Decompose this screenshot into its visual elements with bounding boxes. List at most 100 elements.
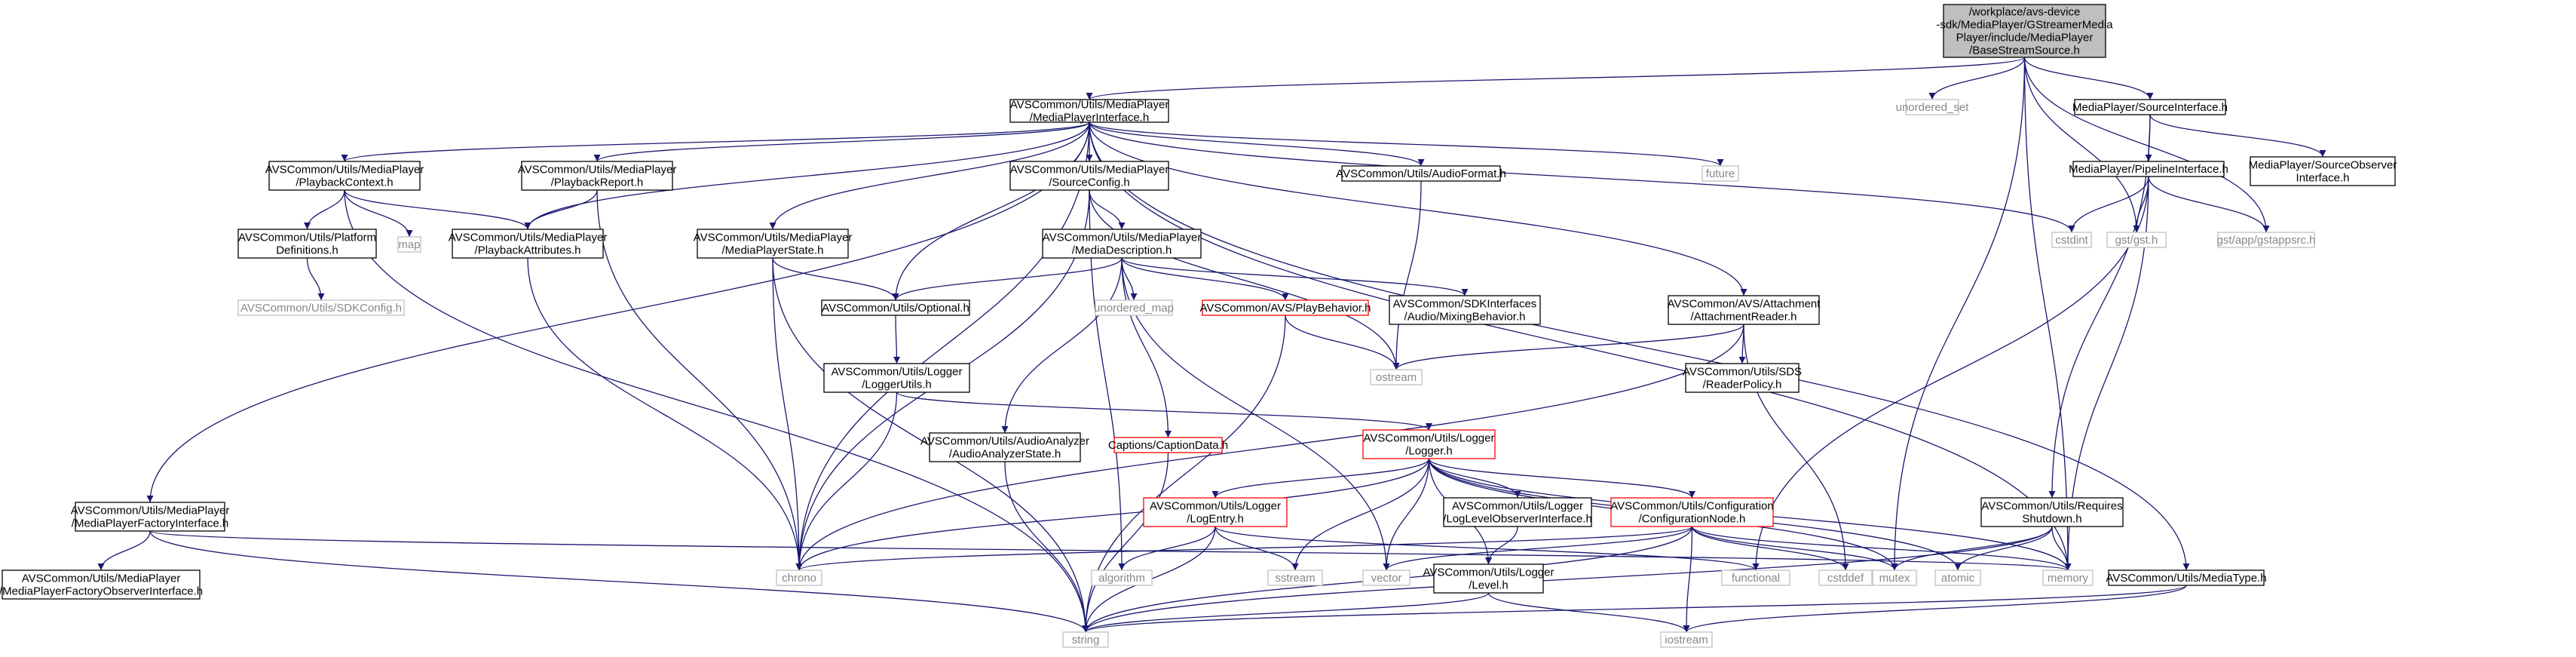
node-pbreport[interactable]: AVSCommon/Utils/MediaPlayer/PlaybackRepo…	[518, 161, 677, 191]
node-chrono[interactable]: chrono	[776, 570, 822, 586]
node-aastate[interactable]: AVSCommon/Utils/AudioAnalyzer/AudioAnaly…	[920, 432, 1089, 462]
node-memory[interactable]: memory	[2042, 570, 2094, 586]
node-unordered_map[interactable]: unordered_map	[1094, 299, 1174, 316]
edge-pbctx-to-map	[344, 189, 413, 238]
node-map[interactable]: map	[397, 236, 421, 253]
edge-attreader-to-cstddef	[1743, 324, 1849, 571]
node-logger-box	[1362, 429, 1496, 459]
edge-pbctx-to-pbattr	[344, 189, 531, 230]
node-label: /Level.h	[1469, 579, 1509, 592]
node-vector[interactable]: vector	[1362, 570, 1411, 586]
node-gstapp-box	[2217, 232, 2315, 248]
node-sdsreader[interactable]: AVSCommon/Utils/SDS/ReaderPolicy.h	[1683, 363, 1802, 393]
node-srcif[interactable]: MediaPlayer/SourceInterface.h	[2072, 99, 2228, 115]
edge-logger-to-chrono	[795, 458, 1430, 571]
node-cstddef-box	[1818, 570, 1873, 586]
node-playbehavior[interactable]: AVSCommon/AVS/PlayBehavior.h	[1199, 299, 1371, 316]
node-cstddef[interactable]: cstddef	[1818, 570, 1873, 586]
node-mpfactory[interactable]: AVSCommon/Utils/MediaPlayer/MediaPlayerF…	[71, 502, 230, 532]
node-confignode[interactable]: AVSCommon/Utils/Configuration/Configurat…	[1610, 497, 1774, 527]
edge-root-to-mutex	[1891, 57, 2026, 571]
node-caption-box	[1113, 437, 1223, 453]
node-pipeline[interactable]: MediaPlayer/PipelineInterface.h	[2069, 161, 2228, 177]
node-label: AVSCommon/Utils/MediaPlayer	[1010, 164, 1169, 177]
node-label: memory	[2048, 572, 2089, 585]
edge-level-to-string	[1082, 592, 1490, 633]
node-label: /MediaDescription.h	[1072, 244, 1172, 257]
node-gst[interactable]: gst/gst.h	[2106, 232, 2167, 248]
node-sstream[interactable]: sstream	[1267, 570, 1323, 586]
node-label: MediaPlayer/PipelineInterface.h	[2069, 163, 2228, 176]
node-mpstate-box	[697, 229, 849, 259]
node-label: iostream	[1665, 634, 1708, 646]
edge-mpi-to-mediatype	[1089, 121, 2190, 571]
node-label: -sdk/MediaPlayer/GStreamerMedia	[1936, 19, 2113, 32]
node-future[interactable]: future	[1702, 165, 1739, 182]
node-root[interactable]: /workplace/avs-device-sdk/MediaPlayer/GS…	[1936, 4, 2113, 58]
node-loggerutils[interactable]: AVSCommon/Utils/Logger/LoggerUtils.h	[823, 363, 970, 393]
edge-confignode-to-iostream	[1683, 526, 1693, 633]
node-label: AVSCommon/Utils/MediaPlayer	[694, 232, 853, 244]
node-optional[interactable]: AVSCommon/Utils/Optional.h	[821, 299, 970, 316]
node-pbattr-box	[452, 229, 604, 259]
edge-aastate-to-string	[1004, 461, 1089, 633]
node-mutex[interactable]: mutex	[1872, 570, 1917, 586]
node-iostream[interactable]: iostream	[1660, 631, 1713, 648]
node-loglevelobs[interactable]: AVSCommon/Utils/Logger/LogLevelObserverI…	[1443, 497, 1592, 527]
node-caption[interactable]: Captions/CaptionData.h	[1108, 437, 1228, 453]
node-mediatype[interactable]: AVSCommon/Utils/MediaType.h	[2106, 570, 2267, 586]
node-srccfg[interactable]: AVSCommon/Utils/MediaPlayer/SourceConfig…	[1009, 161, 1169, 191]
edge-confignode-to-mutex	[1691, 526, 1898, 571]
edge-srccfg-to-mediadesc	[1089, 189, 1126, 230]
edge-mediadesc-to-playbehavior	[1121, 257, 1289, 301]
node-pbctx[interactable]: AVSCommon/Utils/MediaPlayer/PlaybackCont…	[265, 161, 424, 191]
node-sdkconfig-box	[237, 299, 405, 316]
node-label: AVSCommon/Utils/Platform	[238, 232, 376, 244]
node-mpi[interactable]: AVSCommon/Utils/MediaPlayer/MediaPlayerI…	[1009, 99, 1169, 124]
node-attreader[interactable]: AVSCommon/AVS/Attachment/AttachmentReade…	[1668, 295, 1821, 325]
node-label: AVSCommon/Utils/MediaPlayer	[1043, 232, 1202, 244]
node-mpstate[interactable]: AVSCommon/Utils/MediaPlayer/MediaPlayerS…	[694, 229, 853, 259]
node-mixbehavior[interactable]: AVSCommon/SDKInterfaces/Audio/MixingBeha…	[1389, 295, 1541, 325]
edge-loggerutils-to-logger	[896, 391, 1432, 431]
node-logentry[interactable]: AVSCommon/Utils/Logger/LogEntry.h	[1143, 497, 1288, 527]
edge-mpstate-to-optional	[772, 257, 899, 301]
node-pbreport-box	[521, 161, 673, 191]
node-label: AVSCommon/Utils/MediaPlayer	[518, 164, 677, 177]
edge-root-to-gstapp	[2023, 57, 2270, 233]
node-logger[interactable]: AVSCommon/Utils/Logger/Logger.h	[1362, 429, 1496, 459]
node-label: /ConfigurationNode.h	[1639, 513, 1746, 526]
node-atomic[interactable]: atomic	[1934, 570, 1981, 586]
node-playbehavior-box	[1202, 299, 1369, 316]
node-label: MediaPlayer/SourceObserver	[2249, 159, 2397, 172]
edge-srccfg-to-ostream	[1089, 189, 1400, 370]
node-functional[interactable]: functional	[1721, 570, 1790, 586]
node-sstream-box	[1267, 570, 1323, 586]
node-reqshutdown-box	[1980, 497, 2124, 527]
node-mpfobs[interactable]: AVSCommon/Utils/MediaPlayer/MediaPlayerF…	[0, 570, 203, 600]
node-srccfg-box	[1009, 161, 1169, 191]
node-label: functional	[1732, 572, 1780, 585]
node-label: AVSCommon/Utils/Logger	[1150, 500, 1281, 513]
node-string[interactable]: string	[1062, 631, 1109, 648]
edge-loglevelobs-to-level	[1485, 526, 1518, 565]
node-sdkconfig[interactable]: AVSCommon/Utils/SDKConfig.h	[237, 299, 405, 316]
node-level[interactable]: AVSCommon/Utils/Logger/Level.h	[1423, 563, 1554, 594]
node-algorithm[interactable]: algorithm	[1091, 570, 1153, 586]
node-mediadesc[interactable]: AVSCommon/Utils/MediaPlayer/MediaDescrip…	[1042, 229, 1202, 259]
node-cstdint[interactable]: cstdint	[2051, 232, 2092, 248]
node-ostream[interactable]: ostream	[1370, 369, 1423, 385]
node-pbattr[interactable]: AVSCommon/Utils/MediaPlayer/PlaybackAttr…	[449, 229, 608, 259]
node-audiofmt[interactable]: AVSCommon/Utils/AudioFormat.h	[1336, 165, 1506, 182]
edge-pbctx-to-string	[344, 189, 1089, 633]
node-cstdint-box	[2051, 232, 2092, 248]
node-label: vector	[1371, 572, 1402, 585]
node-gstapp[interactable]: gst/app/gstappsrc.h	[2217, 232, 2316, 248]
node-label: AVSCommon/AVS/PlayBehavior.h	[1199, 302, 1371, 315]
node-chrono-box	[776, 570, 822, 586]
node-unordered_set[interactable]: unordered_set	[1896, 99, 1970, 115]
edge-audiofmt-to-ostream	[1392, 180, 1422, 370]
